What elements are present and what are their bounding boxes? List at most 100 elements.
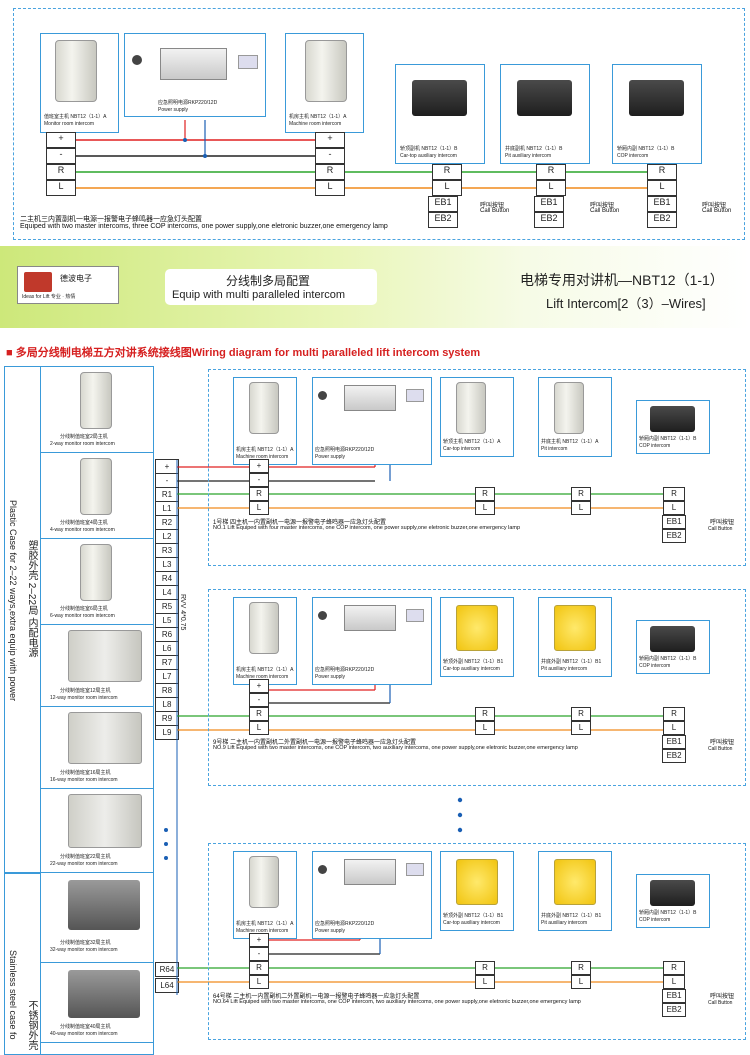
lift-config-desc-en: NO.9 Lift Equiped with two master interc… bbox=[213, 745, 578, 751]
unit-caption-en: Power supply bbox=[315, 928, 346, 934]
unit-caption-cn: 机房主机 NBT12（1-1）A bbox=[236, 447, 294, 453]
lift-config-desc-cn: 64号梯 二主机一内置副机二外置副机一电源一报警电子蜂鸣器一应急灯头配置 bbox=[213, 994, 420, 1000]
unit-caption-cn: 机房主机 NBT12（1-1）A bbox=[289, 114, 347, 120]
external-auxiliary-intercom-icon bbox=[554, 605, 596, 651]
terminal-l: L bbox=[46, 180, 76, 196]
terminal-eb2: EB2 bbox=[428, 212, 458, 228]
lift-frame bbox=[208, 369, 746, 566]
terminal-r: R bbox=[475, 707, 495, 721]
host-caption-cn: 分线制值班室2局主机 bbox=[60, 434, 108, 440]
auxiliary-intercom-icon bbox=[650, 626, 695, 652]
emergency-lamp-icon bbox=[406, 863, 424, 876]
section-title: ■ 多局分线制电梯五方对讲系统接线图Wiring diagram for mul… bbox=[6, 347, 481, 359]
unit-caption-en: COP intercom bbox=[639, 443, 671, 449]
unit-caption-en: COP intercom bbox=[617, 153, 649, 159]
unit-caption-cn: 应急照明电源RKP220/12D bbox=[315, 921, 375, 927]
terminal-r: R bbox=[249, 961, 269, 975]
intercom-handset-icon bbox=[249, 382, 279, 434]
product-title-en: Lift Intercom[2（3）–Wires] bbox=[546, 296, 706, 311]
unit-caption-en: Pit auxiliary intercom bbox=[541, 666, 588, 672]
host-caption-cn: 分线制值班室12局主机 bbox=[60, 688, 111, 694]
terminal-eb2: EB2 bbox=[662, 529, 686, 543]
external-auxiliary-intercom-icon bbox=[456, 605, 498, 651]
top-config-desc-en: Equiped with two master intercoms, three… bbox=[20, 223, 388, 230]
terminal-eb1: EB1 bbox=[647, 196, 677, 212]
host-caption-en: 4-way monitor room intercom bbox=[50, 527, 115, 533]
call-button-cn: 呼叫按钮 bbox=[590, 203, 615, 209]
power-supply-icon bbox=[344, 859, 396, 885]
intercom-handset-icon bbox=[249, 602, 279, 654]
unit-caption-cn: 机房主机 NBT12（1-1）A bbox=[236, 921, 294, 927]
host-caption-cn: 分线制值班室4局主机 bbox=[60, 520, 108, 526]
trunk-terminal-r3: R3 bbox=[155, 543, 179, 558]
terminal-l: L bbox=[663, 501, 685, 515]
top-config-desc-cn: 二主机三内置副机一电源一报警电子蜂鸣器一应急灯头配置 bbox=[20, 216, 202, 223]
lift-config-desc-en: NO.1 Lift Equiped with four master inter… bbox=[213, 525, 521, 531]
unit-caption-en: Pit auxiliary intercom bbox=[505, 153, 552, 159]
emergency-lamp-icon bbox=[238, 55, 258, 69]
intercom-handset-icon bbox=[554, 382, 584, 434]
company-logo: 德波电子 Ideas for Lift 专业 · 热情 bbox=[17, 266, 119, 304]
call-button-cn: 呼叫按钮 bbox=[710, 520, 735, 526]
steel-case-label-en: Stainless steel case fo bbox=[8, 950, 18, 1040]
unit-caption-en: COP intercom bbox=[639, 917, 671, 923]
host-caption-cn: 分线制值班室6局主机 bbox=[60, 606, 108, 612]
unit-caption-en: Machine room intercom bbox=[236, 454, 289, 460]
terminal-l: L bbox=[571, 501, 591, 515]
banner-title-box bbox=[165, 269, 377, 305]
power-supply-icon bbox=[344, 605, 396, 631]
host-caption-cn: 分线制值班室32局主机 bbox=[60, 940, 111, 946]
host-caption-en: 12-way monitor room intercom bbox=[50, 695, 118, 701]
call-button-en: Call Button bbox=[480, 208, 510, 214]
unit-caption-en: Pit auxiliary intercom bbox=[541, 920, 588, 926]
call-button-en: Call Button bbox=[708, 1000, 733, 1006]
auxiliary-intercom-icon bbox=[650, 880, 695, 906]
unit-caption-cn: 应急照明电源RKP220/12D bbox=[315, 667, 375, 673]
terminal-eb2: EB2 bbox=[662, 749, 686, 763]
banner-title-cn: 分线制多局配置 bbox=[226, 274, 311, 288]
trunk-terminal-l9: L9 bbox=[155, 725, 179, 740]
continuation-dot bbox=[164, 828, 168, 832]
unit-caption-en: Power supply bbox=[158, 107, 189, 113]
unit-caption-cn: 轿顶主机 NBT12（1-1）A bbox=[443, 439, 501, 445]
terminal-r: R bbox=[663, 487, 685, 501]
host-caption-cn: 分线制值班室22局主机 bbox=[60, 854, 111, 860]
unit-caption-cn: 轿厢内副 NBT12（1-1）B bbox=[617, 146, 675, 152]
terminal-l: L bbox=[315, 180, 345, 196]
steel-case-label-cn: 不锈钢外壳 bbox=[26, 1000, 37, 1050]
power-supply-icon bbox=[160, 48, 227, 80]
logo-name: 德波电子 bbox=[60, 274, 92, 283]
terminal-minus: - bbox=[249, 947, 269, 961]
intercom-handset-icon bbox=[456, 382, 486, 434]
multi-way-host-icon bbox=[68, 712, 142, 764]
unit-caption-en: Pit intercom bbox=[541, 446, 568, 452]
terminal-r: R bbox=[663, 961, 685, 975]
terminal-r: R bbox=[249, 707, 269, 721]
continuation-dot bbox=[164, 842, 168, 846]
steel-host-icon bbox=[68, 880, 140, 930]
auxiliary-intercom-icon bbox=[650, 406, 695, 432]
trunk-terminal-r8: R8 bbox=[155, 683, 179, 698]
terminal-eb1: EB1 bbox=[662, 515, 686, 529]
terminal-plus: + bbox=[46, 132, 76, 148]
terminal-eb1: EB1 bbox=[428, 196, 458, 212]
terminal-eb2: EB2 bbox=[662, 1003, 686, 1017]
lift-config-desc-cn: 9号梯 二主机一内置副机二外置副机一电源一报警电子蜂鸣器一应急灯头配置 bbox=[213, 740, 417, 746]
intercom-handset-icon bbox=[55, 40, 97, 102]
terminal-l: L bbox=[647, 180, 677, 196]
host-caption-cn: 分线制值班室40局主机 bbox=[60, 1024, 111, 1030]
unit-caption-cn: 轿顶副机 NBT12（1-1）B bbox=[400, 146, 458, 152]
unit-caption-en: Machine room intercom bbox=[289, 121, 342, 127]
unit-caption-cn: 井底外副 NBT12（1-1）B1 bbox=[541, 659, 602, 665]
intercom-handset-icon bbox=[80, 544, 112, 601]
call-button-cn: 呼叫按钮 bbox=[710, 740, 735, 746]
logo-slogan: Ideas for Lift 专业 · 热情 bbox=[22, 294, 76, 300]
terminal-r: R bbox=[475, 961, 495, 975]
multi-way-host-icon bbox=[68, 630, 142, 682]
call-button-cn: 呼叫按钮 bbox=[702, 203, 727, 209]
unit-caption-en: Car-top auxiliary intercom bbox=[400, 153, 457, 159]
terminal-l: L bbox=[432, 180, 462, 196]
terminal-l: L bbox=[249, 721, 269, 735]
terminal-minus: - bbox=[46, 148, 76, 164]
terminal-r: R bbox=[315, 164, 345, 180]
